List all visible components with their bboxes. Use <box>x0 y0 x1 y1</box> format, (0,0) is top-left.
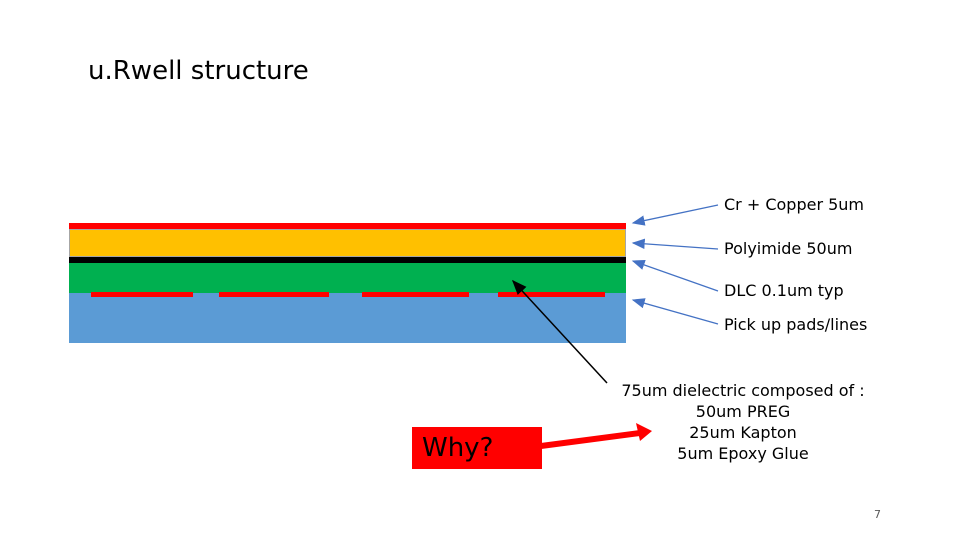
dlc-label-arrow <box>631 259 719 292</box>
copper-layer <box>69 223 626 229</box>
copper-label-arrow <box>631 204 719 226</box>
polyimide-layer <box>69 229 626 257</box>
slide-title: u.Rwell structure <box>88 56 309 86</box>
copper-layer-label: Cr + Copper 5um <box>724 195 865 214</box>
pickup-pad <box>219 292 329 297</box>
pickup-pad <box>91 292 193 297</box>
note-line: 25um Kapton <box>689 423 797 442</box>
why-text: Why? <box>422 433 494 463</box>
note-line: 75um dielectric composed of : <box>621 381 865 400</box>
dlc-layer-label: DLC 0.1um typ <box>724 281 844 300</box>
note-line: 5um Epoxy Glue <box>677 444 809 463</box>
polyimide-label-arrow <box>631 238 719 250</box>
dielectric-composition-note: 75um dielectric composed of : 50um PREG … <box>598 380 888 464</box>
pickup-pads-label: Pick up pads/lines <box>724 315 868 334</box>
substrate-layer <box>69 292 626 343</box>
why-box: Why? <box>412 427 542 469</box>
polyimide-layer-label: Polyimide 50um <box>724 239 853 258</box>
dlc-layer <box>69 257 626 263</box>
why-arrow-head <box>636 423 652 441</box>
page-number: 7 <box>874 508 881 521</box>
dielectric-layer <box>69 263 626 293</box>
pickup-pad <box>498 292 605 297</box>
dielectric-note-arrow <box>511 279 608 384</box>
note-line: 50um PREG <box>695 402 791 421</box>
pickup-pad <box>362 292 469 297</box>
pads-label-arrow <box>631 298 719 325</box>
why-arrow-shaft <box>540 430 641 449</box>
